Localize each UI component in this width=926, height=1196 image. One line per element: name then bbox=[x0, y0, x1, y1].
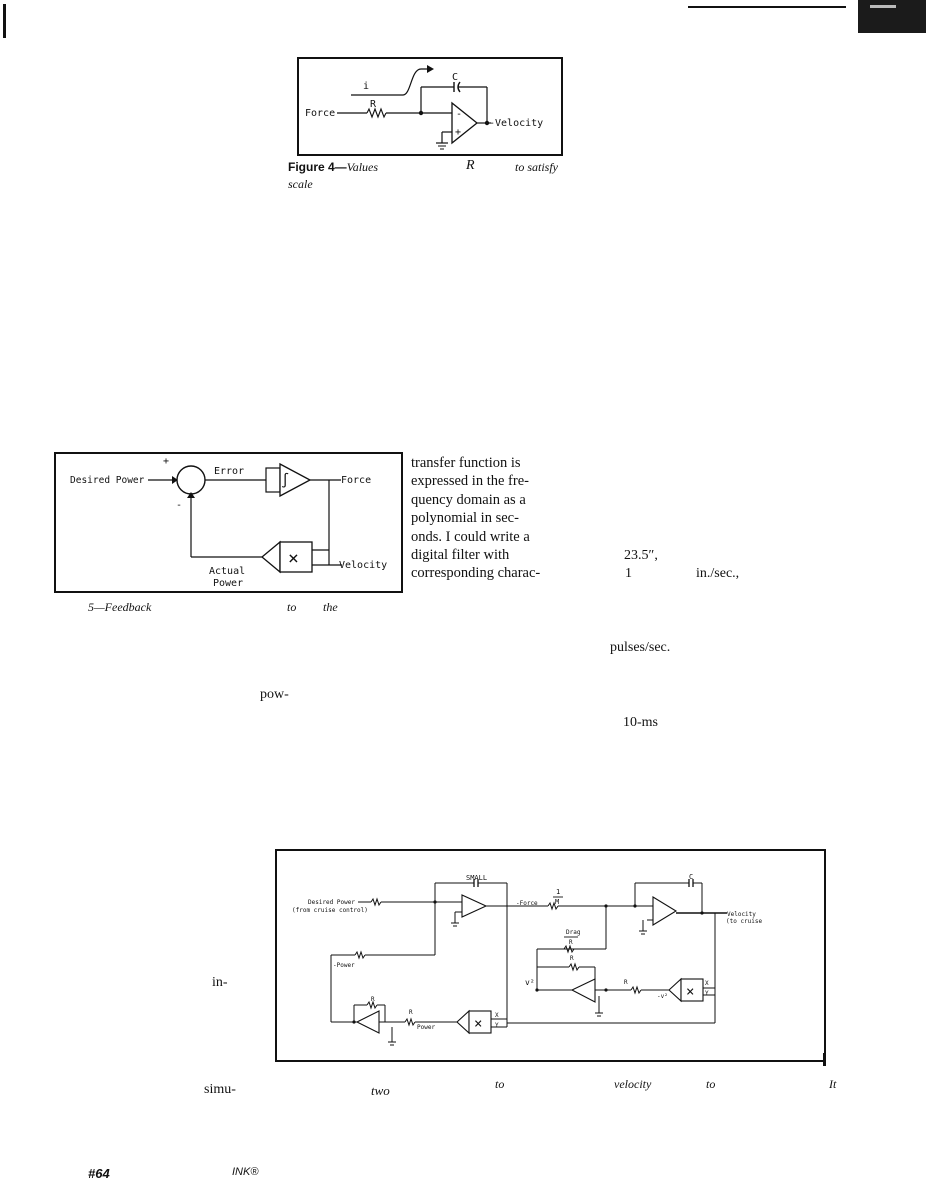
velocity-label-2: (to cruise bbox=[726, 918, 763, 925]
multiplier-2-symbol: × bbox=[474, 1016, 482, 1032]
figure-5-block-diagram: + Desired Power Error ∫ Force - × Veloci… bbox=[70, 456, 387, 589]
figure-5-caption: 5—Feedback bbox=[88, 600, 151, 615]
r-label: R bbox=[569, 939, 573, 946]
opamp-minus: - bbox=[456, 109, 462, 120]
body-line: onds. I could write a bbox=[411, 528, 530, 545]
figure-6-caption-it: It bbox=[829, 1077, 837, 1091]
m-label: M bbox=[555, 898, 559, 906]
power-label: Power bbox=[417, 1024, 435, 1031]
r-label: R bbox=[624, 979, 628, 986]
figure-6-caption-to-1: to bbox=[495, 1077, 505, 1091]
input-label: Force bbox=[305, 108, 335, 119]
body-line: expressed in the fre- bbox=[411, 473, 529, 490]
figure-4-caption-word: Values bbox=[346, 160, 379, 174]
sum-minus: - bbox=[176, 500, 182, 511]
velocity-label-1: Velocity bbox=[727, 911, 756, 918]
figure-4-caption-lead: Figure 4— bbox=[288, 160, 347, 174]
header-rule bbox=[688, 6, 846, 8]
body-line: polynomial in sec- bbox=[411, 510, 519, 527]
figure-4-caption-line1: Figure 4—Values bbox=[288, 160, 378, 175]
force-label: -Force bbox=[516, 900, 538, 907]
opamp-plus: + bbox=[455, 127, 461, 138]
input-label-1: Desired Power bbox=[308, 899, 355, 906]
sum-plus: + bbox=[163, 456, 169, 467]
x-label: X bbox=[495, 1012, 499, 1019]
r-label: R bbox=[371, 996, 375, 1003]
figure-4 bbox=[297, 57, 563, 156]
neg-v2-label: -v² bbox=[657, 993, 668, 1000]
y-label: Y bbox=[705, 990, 709, 997]
actual-power-label-2: Power bbox=[213, 578, 243, 589]
input-label: Desired Power bbox=[70, 475, 145, 486]
integral-symbol: ∫ bbox=[281, 472, 289, 489]
r-label: R bbox=[570, 955, 574, 962]
figure-4-schematic: i C Force R - + -Velocity bbox=[305, 65, 543, 150]
resistor-label: R bbox=[370, 99, 377, 110]
multiplier-1-symbol: × bbox=[686, 984, 694, 1000]
actual-power-label-1: Actual bbox=[209, 566, 245, 577]
body-line: digital filter with bbox=[411, 547, 510, 564]
fragment-23-5: 23.5″, bbox=[624, 548, 658, 563]
v2-label: v² bbox=[525, 978, 535, 987]
fragment-simu: simu- bbox=[204, 1082, 236, 1097]
figure-5-caption-to: to bbox=[287, 600, 297, 614]
multiplier-symbol: × bbox=[288, 548, 299, 569]
output-label: -Velocity bbox=[489, 118, 543, 129]
input-label-2: (from cruise control) bbox=[292, 907, 368, 914]
c-label: C bbox=[689, 873, 693, 881]
x-label: X bbox=[705, 980, 709, 987]
figure-6-caption-velocity: velocity bbox=[614, 1077, 652, 1091]
error-label: Error bbox=[214, 466, 244, 477]
fragment-two: two bbox=[371, 1083, 390, 1098]
body-column: transfer function is expressed in the fr… bbox=[411, 454, 576, 583]
drag-label: Drag bbox=[566, 929, 581, 936]
body-line: quency domain as a bbox=[411, 491, 526, 508]
footer-issue: #64 bbox=[88, 1166, 110, 1181]
small-label: SMALL bbox=[466, 874, 487, 882]
body-line: corresponding charac- bbox=[411, 565, 541, 582]
left-margin-bar bbox=[3, 4, 6, 38]
figure-6-schematic: SMALL Desired Power (from cruise control… bbox=[292, 873, 763, 1046]
fragment-in-sec: in./sec., bbox=[696, 566, 740, 581]
figure-4-caption-r: R bbox=[466, 158, 475, 173]
figure-6-caption-to-2: to bbox=[706, 1077, 716, 1091]
force-label: Force bbox=[341, 475, 371, 486]
neg-power-label: -Power bbox=[333, 962, 355, 969]
footer-magazine: INK® bbox=[232, 1166, 259, 1178]
capacitor-label: C bbox=[452, 72, 458, 83]
r-label: R bbox=[409, 1009, 413, 1016]
y-label: Y bbox=[495, 1022, 499, 1029]
fragment-1: 1 bbox=[625, 566, 632, 581]
fragment-in: in- bbox=[212, 975, 228, 990]
figure-5 bbox=[54, 452, 403, 593]
figure-5-caption-the: the bbox=[323, 600, 338, 614]
fragment-pulses: pulses/sec. bbox=[610, 640, 671, 655]
figure-6-tick bbox=[823, 1053, 826, 1066]
header-corner-speckle bbox=[870, 5, 896, 8]
fragment-pow: pow- bbox=[260, 687, 289, 702]
figure-5-caption-lead: 5—Feedback bbox=[88, 600, 152, 614]
current-label: i bbox=[363, 81, 369, 92]
body-line: transfer function is bbox=[411, 455, 521, 471]
fragment-10ms: 10-ms bbox=[623, 715, 658, 730]
figure-4-caption-line2: scale bbox=[288, 177, 313, 191]
one-label: 1 bbox=[556, 888, 560, 896]
figure-6 bbox=[275, 849, 826, 1062]
velocity-label: Velocity bbox=[339, 560, 387, 571]
figure-4-caption-satisfy: to satisfy bbox=[515, 160, 559, 174]
